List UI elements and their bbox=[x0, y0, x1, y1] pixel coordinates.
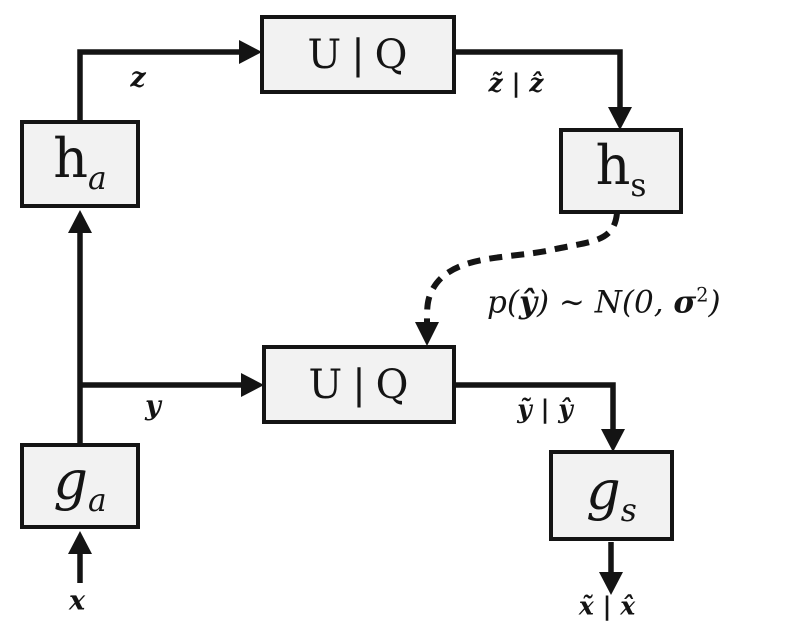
box-quantizer-top: U | Q bbox=[260, 15, 456, 94]
box-uq-top-label: U | Q bbox=[307, 31, 409, 78]
box-synthesis-gs: gs bbox=[549, 450, 674, 541]
box-hs-subscript: s bbox=[630, 168, 647, 205]
arrowhead-into-gs bbox=[601, 429, 625, 452]
arrowhead-into-hs bbox=[608, 107, 632, 130]
box-gs-label: gs bbox=[586, 463, 637, 529]
edge-label-y: y bbox=[145, 390, 161, 422]
box-analysis-ga: ga bbox=[20, 443, 140, 529]
box-uq-bottom-label: U | Q bbox=[308, 361, 410, 408]
prior-args-close: ) bbox=[708, 284, 721, 321]
arrowhead-into-ha bbox=[68, 210, 92, 233]
arrowhead-z-into-uq bbox=[239, 40, 262, 64]
edge-label-z-tilde-hat: z̃ | ẑ bbox=[488, 68, 544, 98]
prior-distribution-label: p(ŷ) ∼ N(0, σ2) bbox=[487, 283, 721, 320]
edge-ha-to-uq bbox=[77, 49, 240, 120]
edge-label-z: z bbox=[130, 62, 146, 94]
box-gs-main: g bbox=[586, 458, 621, 522]
arrowhead-gs-output bbox=[599, 572, 623, 595]
prior-p-open: p( bbox=[487, 284, 519, 321]
box-gs-subscript: s bbox=[620, 492, 637, 529]
arrowhead-y-into-uq bbox=[241, 373, 264, 397]
box-ga-subscript: a bbox=[87, 483, 107, 520]
prior-sigma: σ bbox=[673, 284, 697, 321]
box-hs-label: hs bbox=[596, 139, 647, 202]
arrowhead-x-into-ga bbox=[68, 531, 92, 554]
prior-args-open: (0, bbox=[621, 284, 674, 321]
edge-label-x: x bbox=[68, 585, 86, 617]
box-ha-main: h bbox=[53, 127, 89, 191]
arrowhead-prior-into-uq bbox=[415, 322, 439, 346]
edge-uq-to-gs bbox=[455, 382, 616, 430]
prior-y-hat: ŷ bbox=[518, 284, 537, 321]
box-hyper-synthesis-hs: hs bbox=[559, 128, 683, 214]
box-quantizer-bottom: U | Q bbox=[262, 345, 456, 424]
box-ga-main: g bbox=[53, 449, 88, 513]
edge-label-y-tilde-hat: ỹ | ŷ bbox=[517, 394, 573, 424]
box-hyper-analysis-ha: ha bbox=[20, 120, 140, 208]
prior-exponent: 2 bbox=[696, 283, 709, 307]
box-ha-label: ha bbox=[53, 132, 106, 195]
box-ga-label: ga bbox=[53, 454, 106, 517]
prior-script-n: N bbox=[594, 284, 622, 321]
box-ha-subscript: a bbox=[88, 161, 107, 198]
edge-uq-to-hs bbox=[455, 49, 623, 108]
edge-label-x-tilde-hat: x̃ | x̂ bbox=[578, 591, 636, 621]
prior-sim: ) ∼ bbox=[536, 284, 595, 321]
edge-prior-dashed-curve bbox=[424, 212, 620, 323]
box-hs-main: h bbox=[595, 134, 631, 198]
arrowheads bbox=[68, 40, 632, 595]
